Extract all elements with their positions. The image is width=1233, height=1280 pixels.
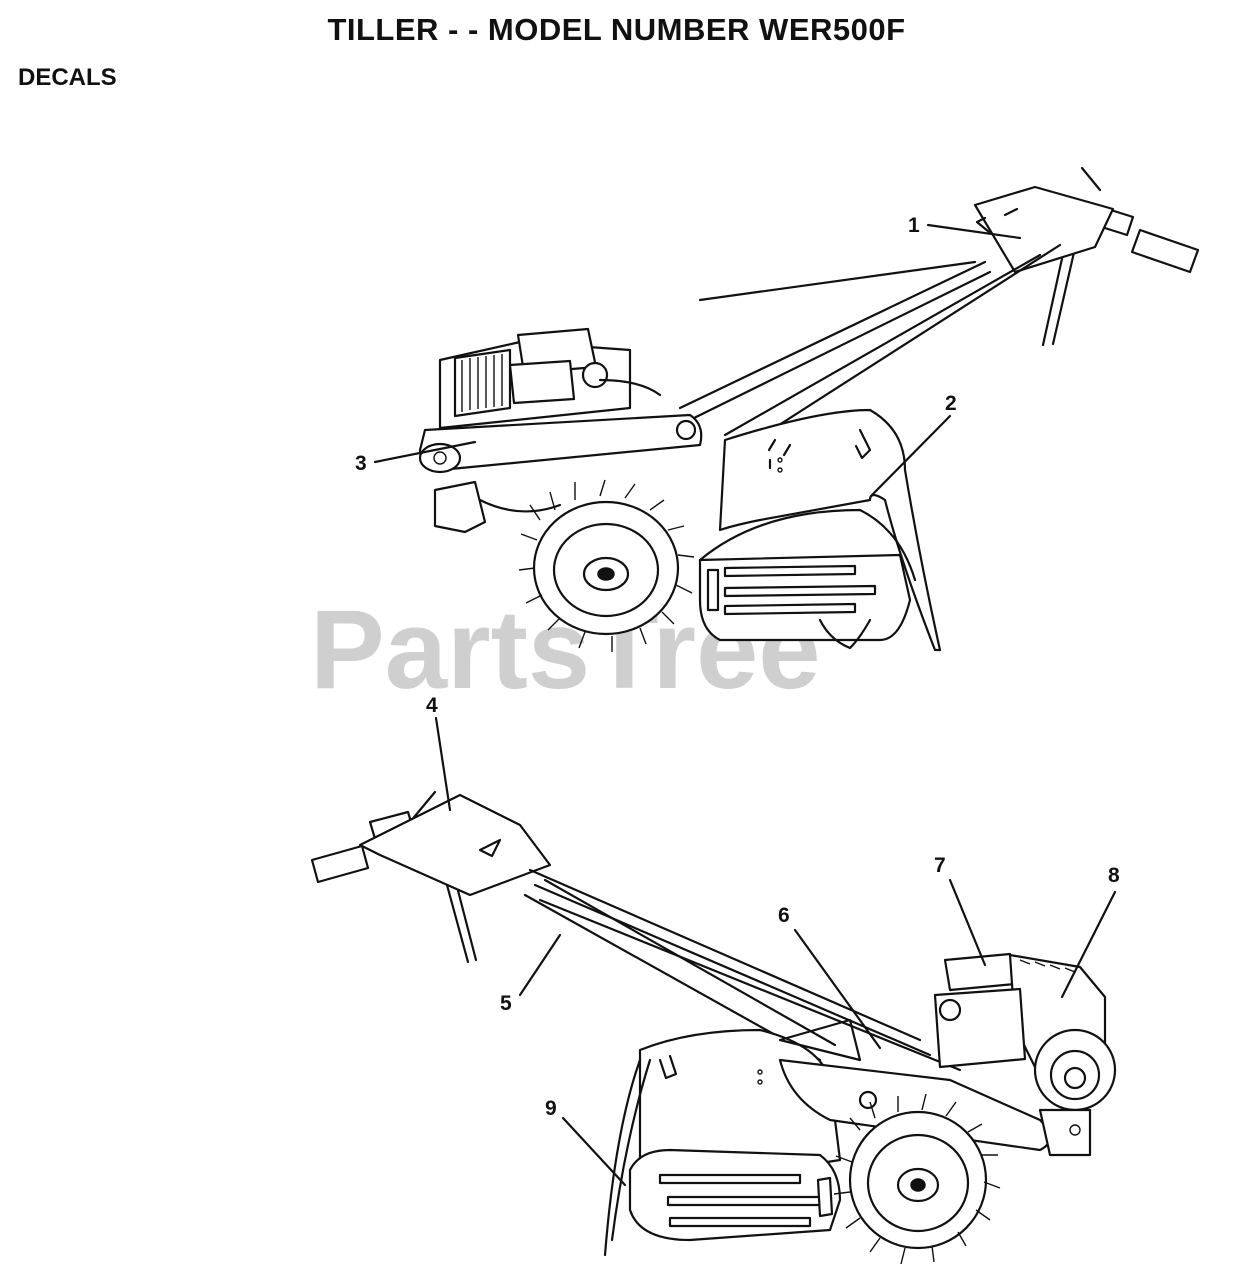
- callout-5: 5: [500, 933, 562, 1015]
- svg-text:1: 1: [908, 214, 920, 237]
- callout-2: 2: [870, 392, 957, 497]
- callout-9: 9: [545, 1097, 627, 1187]
- callout-3: 3: [355, 440, 477, 475]
- svg-text:6: 6: [778, 904, 790, 927]
- svg-text:7: 7: [934, 854, 946, 877]
- tiller-lower-illustration: [310, 790, 1117, 1265]
- svg-text:9: 9: [545, 1097, 557, 1120]
- callout-4: 4: [426, 694, 452, 812]
- callout-6: 6: [778, 904, 882, 1050]
- svg-text:8: 8: [1108, 864, 1120, 887]
- callout-1: 1: [908, 214, 1022, 240]
- svg-text:2: 2: [945, 392, 957, 415]
- callout-8: 8: [1060, 864, 1120, 999]
- tiller-upper-illustration: [418, 166, 1200, 652]
- callout-7: 7: [934, 854, 987, 967]
- svg-text:4: 4: [426, 694, 438, 717]
- page-title: TILLER - - MODEL NUMBER WER500F: [327, 12, 906, 47]
- svg-text:3: 3: [355, 452, 367, 475]
- svg-text:5: 5: [500, 992, 512, 1015]
- section-title: DECALS: [18, 64, 117, 91]
